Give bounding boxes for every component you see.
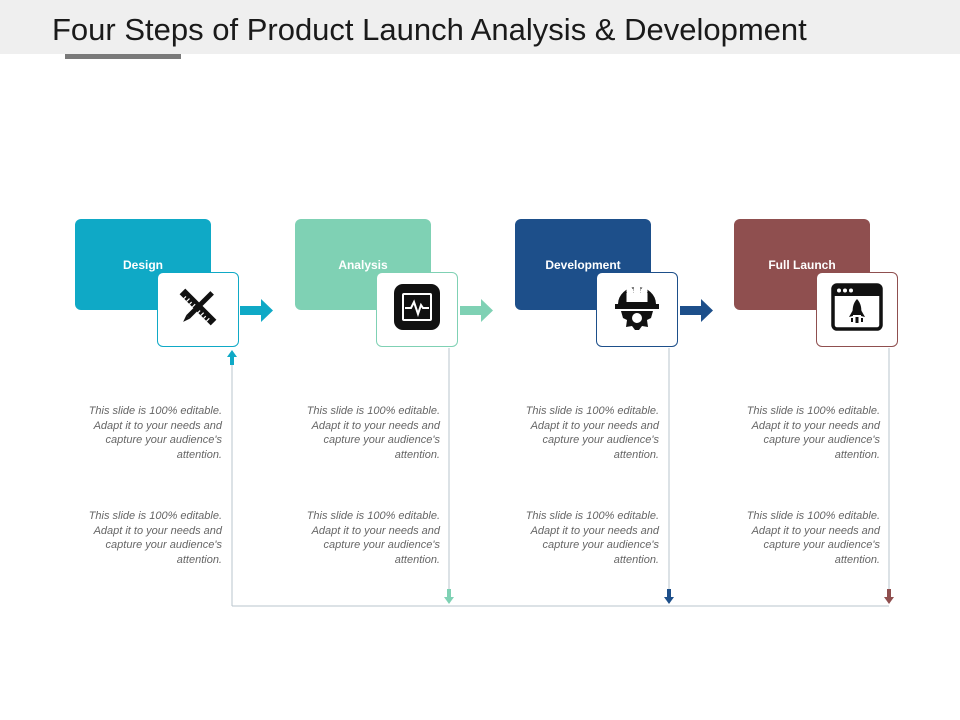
arrow-design-to-analysis [240,299,273,322]
worker-gear-icon [612,282,662,337]
step-launch-text-1: This slide is 100% editable. Adapt it to… [746,405,880,461]
step-label: Design [122,258,163,272]
down-arrow-launch [884,589,894,604]
step-development-text-2: This slide is 100% editable. Adapt it to… [525,510,659,566]
arrow-development-to-launch [680,299,713,322]
step-analysis-text-2: This slide is 100% editable. Adapt it to… [306,510,440,566]
pencil-ruler-icon [174,283,222,336]
step-label: Analysis [338,258,388,272]
feedback-lines [231,348,890,607]
title-underline [65,54,181,59]
down-arrow-analysis [444,589,454,604]
step-launch-icon-box [816,272,898,347]
step-development-text-1: This slide is 100% editable. Adapt it to… [525,405,659,461]
step-design-icon-box [157,272,239,347]
step-label: Development [545,258,621,272]
monitor-pulse-icon [393,283,441,336]
page-title: Four Steps of Product Launch Analysis & … [52,12,807,47]
browser-rocket-icon [831,281,883,338]
step-label: Full Launch [768,258,836,272]
arrow-analysis-to-development [460,299,493,322]
up-arrow-design [227,350,237,365]
step-development-icon-box [596,272,678,347]
step-analysis-text-1: This slide is 100% editable. Adapt it to… [306,405,440,461]
step-launch-text-2: This slide is 100% editable. Adapt it to… [746,510,880,566]
step-design-text-1: This slide is 100% editable. Adapt it to… [88,405,222,461]
step-analysis-icon-box [376,272,458,347]
down-arrow-development [664,589,674,604]
title-bar [0,0,960,54]
step-design-text-2: This slide is 100% editable. Adapt it to… [88,510,222,566]
